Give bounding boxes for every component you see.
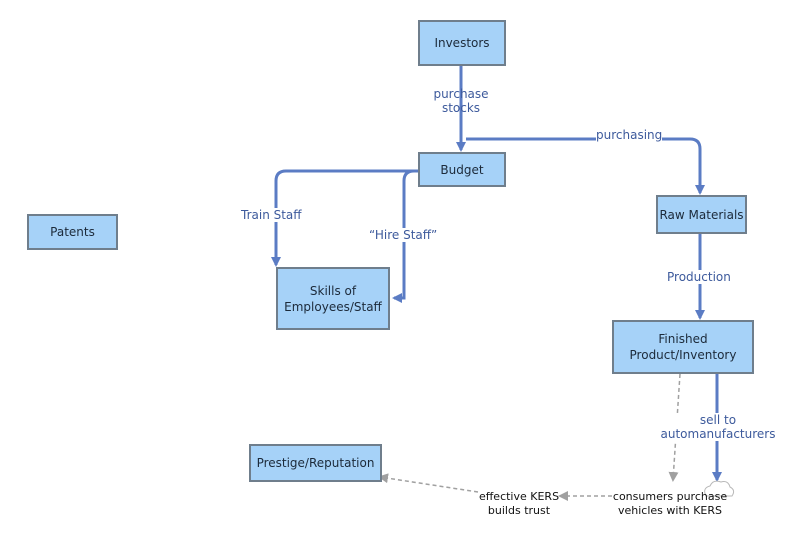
edge-label-production: Production	[667, 270, 731, 284]
edge-label-sell-to-line1: sell to	[699, 413, 737, 427]
node-investors-label: Investors	[434, 36, 490, 50]
node-raw-materials[interactable]: Raw Materials	[656, 195, 747, 234]
node-finished-label-line1: Finished	[658, 332, 708, 346]
edge-finished-consumers-dashed	[668, 373, 681, 482]
annotation-consumers: consumers purchase vehicles with KERS	[612, 490, 728, 518]
edge-budget-skills-hire	[392, 169, 418, 303]
node-skills-label-line1: Skills of	[309, 283, 357, 298]
edge-label-sell-to: sell to automanufacturers	[658, 413, 778, 441]
node-finished-product[interactable]: Finished Product/Inventory	[612, 320, 754, 374]
annotation-kers-trust-line1: effective KERS	[478, 490, 560, 503]
annotation-consumers-line1: consumers purchase	[612, 490, 728, 503]
edge-label-train-staff: Train Staff	[241, 208, 302, 222]
node-budget[interactable]: Budget	[418, 152, 506, 187]
annotation-consumers-line2: vehicles with KERS	[617, 504, 723, 517]
node-skills[interactable]: Skills of Employees/Staff	[276, 267, 390, 330]
edge-label-purchase-stocks-line2: stocks	[441, 101, 481, 115]
edge-budget-raw-materials	[466, 137, 705, 195]
node-raw-materials-label: Raw Materials	[659, 207, 744, 222]
edge-budget-skills-train	[271, 169, 418, 267]
edge-label-sell-to-line2: automanufacturers	[660, 427, 776, 441]
edge-label-purchase-stocks-line1: purchase	[433, 87, 489, 101]
node-finished-label-line2: Product/Inventory	[629, 348, 737, 362]
edge-label-purchasing: purchasing	[596, 128, 663, 142]
annotation-kers-trust: effective KERS builds trust	[474, 490, 564, 518]
node-patents-label: Patents	[50, 225, 95, 239]
node-prestige[interactable]: Prestige/Reputation	[249, 444, 382, 482]
node-budget-label: Budget	[440, 162, 484, 177]
cloud-icon	[704, 480, 735, 497]
node-skills-label-line2: Employees/Staff	[284, 299, 382, 314]
edge-label-purchase-stocks: purchase stocks	[421, 87, 501, 115]
node-prestige-label: Prestige/Reputation	[256, 456, 375, 470]
node-investors[interactable]: Investors	[418, 20, 506, 66]
edge-label-hire-staff: “Hire Staff”	[369, 228, 438, 242]
annotation-kers-trust-line2: builds trust	[487, 504, 551, 517]
node-patents[interactable]: Patents	[27, 214, 118, 250]
edge-kers-trust-prestige	[378, 473, 479, 493]
